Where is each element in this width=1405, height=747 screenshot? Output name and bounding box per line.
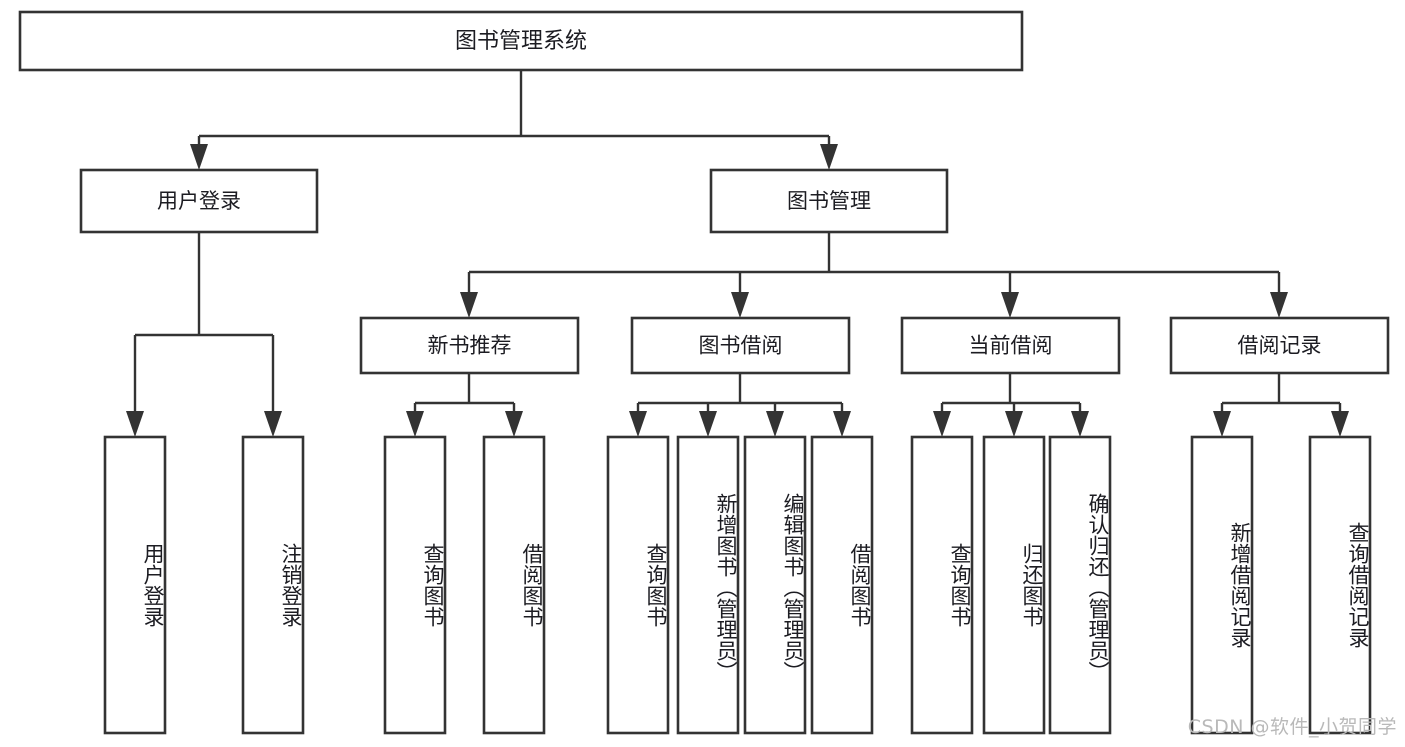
node-leaf-confirm-return-label: 确认归还（管理员） — [1086, 492, 1110, 682]
node-borrow-record-rect — [1169, 316, 1390, 375]
node-leaf-logout-rect — [241, 435, 305, 735]
node-leaf-query-book-2-label-wrap: 查询图书 — [644, 543, 668, 627]
node-leaf-query-record[interactable]: 查询借阅记录 — [1308, 435, 1372, 735]
node-leaf-query-book-2-rect — [606, 435, 670, 735]
node-leaf-add-record[interactable]: 新增借阅记录 — [1190, 435, 1254, 735]
user-login-to-leaf-0-arrowhead — [126, 411, 144, 437]
user-login-to-leaf-1-arrowhead — [264, 411, 282, 437]
node-new-book-recommend[interactable]: 新书推荐 — [359, 316, 580, 375]
node-leaf-borrow-book-1-rect — [482, 435, 546, 735]
node-book-manage[interactable]: 图书管理 — [709, 168, 949, 234]
node-leaf-query-record-label-wrap: 查询借阅记录 — [1346, 522, 1370, 648]
node-leaf-borrow-book-2-rect — [810, 435, 874, 735]
node-leaf-query-book-3-label: 查询图书 — [948, 543, 972, 627]
node-leaf-borrow-book-1-label: 借阅图书 — [520, 543, 544, 627]
node-borrow-record[interactable]: 借阅记录 — [1169, 316, 1390, 375]
book-borrow-to-leaf-2-arrowhead — [766, 411, 784, 437]
new-book-recommend-to-leaf-1-arrowhead — [505, 411, 523, 437]
node-book-manage-rect — [709, 168, 949, 234]
node-root-system[interactable]: 图书管理系统 — [18, 10, 1024, 72]
node-book-manage-label: 图书管理 — [787, 189, 871, 213]
node-leaf-user-login-label-wrap: 用户登录 — [141, 543, 165, 627]
connectors-layer — [126, 70, 1349, 437]
node-leaf-add-record-label-wrap: 新增借阅记录 — [1228, 522, 1252, 648]
nodes-layer: 图书管理系统用户登录图书管理新书推荐图书借阅当前借阅借阅记录用户登录注销登录查询… — [18, 10, 1390, 735]
borrow-record-to-leaf-0-arrowhead — [1213, 411, 1231, 437]
node-leaf-user-login[interactable]: 用户登录 — [103, 435, 167, 735]
node-leaf-borrow-book-2[interactable]: 借阅图书 — [810, 435, 874, 735]
root-to-user-login-arrowhead — [190, 144, 208, 170]
node-leaf-logout-label: 注销登录 — [279, 543, 303, 627]
node-user-login[interactable]: 用户登录 — [79, 168, 319, 234]
current-borrow-to-leaf-1-arrowhead — [1005, 411, 1023, 437]
node-current-borrow[interactable]: 当前借阅 — [900, 316, 1121, 375]
book-borrow-to-leaf-1-arrowhead — [699, 411, 717, 437]
node-leaf-confirm-return-rect — [1048, 435, 1112, 735]
node-leaf-confirm-return-label-wrap: 确认归还（管理员） — [1086, 492, 1110, 682]
node-new-book-recommend-label: 新书推荐 — [428, 334, 512, 358]
node-borrow-record-label: 借阅记录 — [1238, 334, 1322, 358]
node-leaf-logout-label-wrap: 注销登录 — [279, 543, 303, 627]
book-borrow-to-leaf-3-arrowhead — [833, 411, 851, 437]
node-leaf-edit-book-rect — [743, 435, 807, 735]
current-borrow-to-leaf-2-arrowhead — [1071, 411, 1089, 437]
node-root-system-rect — [18, 10, 1024, 72]
node-leaf-logout[interactable]: 注销登录 — [241, 435, 305, 735]
node-leaf-return-book-label: 归还图书 — [1020, 543, 1044, 627]
node-leaf-user-login-label: 用户登录 — [141, 543, 165, 627]
new-book-recommend-to-leaf-0-arrowhead — [406, 411, 424, 437]
node-leaf-return-book-rect — [982, 435, 1046, 735]
node-book-borrow[interactable]: 图书借阅 — [630, 316, 851, 375]
node-leaf-query-book-3-rect — [910, 435, 974, 735]
node-leaf-query-book-1-rect — [383, 435, 447, 735]
node-leaf-add-book[interactable]: 新增图书（管理员） — [676, 435, 740, 735]
node-leaf-query-book-2-label: 查询图书 — [644, 543, 668, 627]
node-book-borrow-rect — [630, 316, 851, 375]
node-leaf-borrow-book-1[interactable]: 借阅图书 — [482, 435, 546, 735]
node-leaf-user-login-rect — [103, 435, 167, 735]
book-manage-to-current-borrow-arrowhead — [1001, 292, 1019, 318]
book-manage-to-book-borrow-arrowhead — [731, 292, 749, 318]
node-leaf-add-record-label: 新增借阅记录 — [1228, 522, 1252, 648]
node-leaf-add-book-label-wrap: 新增图书（管理员） — [714, 492, 738, 682]
node-leaf-add-record-rect — [1190, 435, 1254, 735]
node-user-login-label: 用户登录 — [157, 189, 241, 213]
root-to-book-manage-arrowhead — [820, 144, 838, 170]
book-manage-to-borrow-record-arrowhead — [1270, 292, 1288, 318]
node-leaf-borrow-book-2-label: 借阅图书 — [848, 543, 872, 627]
node-leaf-query-book-3[interactable]: 查询图书 — [910, 435, 974, 735]
node-leaf-query-record-rect — [1308, 435, 1372, 735]
node-leaf-query-book-1-label: 查询图书 — [421, 543, 445, 627]
node-leaf-return-book-label-wrap: 归还图书 — [1020, 543, 1044, 627]
node-book-borrow-label: 图书借阅 — [699, 334, 783, 358]
node-current-borrow-rect — [900, 316, 1121, 375]
book-borrow-to-leaf-0-arrowhead — [629, 411, 647, 437]
book-manage-to-new-book-recommend-arrowhead — [460, 292, 478, 318]
node-root-system-label: 图书管理系统 — [455, 29, 587, 54]
node-leaf-return-book[interactable]: 归还图书 — [982, 435, 1046, 735]
current-borrow-to-leaf-0-arrowhead — [933, 411, 951, 437]
node-current-borrow-label: 当前借阅 — [969, 334, 1053, 358]
node-leaf-query-book-1[interactable]: 查询图书 — [383, 435, 447, 735]
node-leaf-borrow-book-2-label-wrap: 借阅图书 — [848, 543, 872, 627]
node-user-login-rect — [79, 168, 319, 234]
node-leaf-add-book-rect — [676, 435, 740, 735]
node-new-book-recommend-rect — [359, 316, 580, 375]
node-leaf-query-book-2[interactable]: 查询图书 — [606, 435, 670, 735]
node-leaf-borrow-book-1-label-wrap: 借阅图书 — [520, 543, 544, 627]
node-leaf-query-book-3-label-wrap: 查询图书 — [948, 543, 972, 627]
node-leaf-query-book-1-label-wrap: 查询图书 — [421, 543, 445, 627]
node-leaf-edit-book-label: 编辑图书（管理员） — [781, 492, 805, 682]
node-leaf-add-book-label: 新增图书（管理员） — [714, 492, 738, 682]
node-leaf-edit-book[interactable]: 编辑图书（管理员） — [743, 435, 807, 735]
node-leaf-edit-book-label-wrap: 编辑图书（管理员） — [781, 492, 805, 682]
node-leaf-confirm-return[interactable]: 确认归还（管理员） — [1048, 435, 1112, 735]
node-leaf-query-record-label: 查询借阅记录 — [1346, 522, 1370, 648]
borrow-record-to-leaf-1-arrowhead — [1331, 411, 1349, 437]
